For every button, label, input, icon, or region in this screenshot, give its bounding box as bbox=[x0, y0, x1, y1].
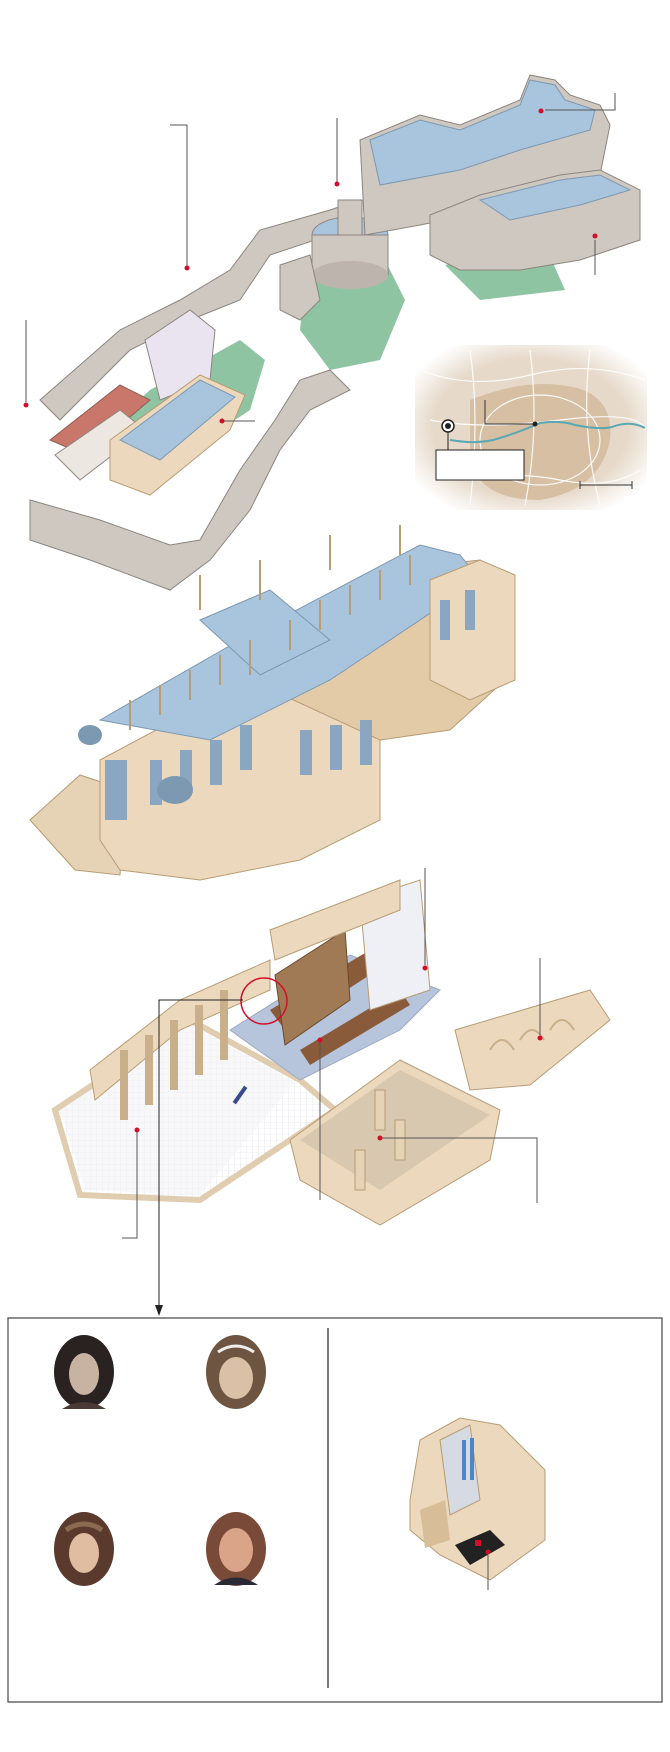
king-george-vi-memorial-chapel-illustration bbox=[409, 1417, 546, 1581]
leader-line-albert-memorial bbox=[380, 1137, 538, 1203]
chapel-windows bbox=[105, 590, 475, 820]
scale-bar bbox=[579, 481, 633, 489]
castle-callouts bbox=[25, 93, 616, 422]
arrow-down-icon bbox=[155, 1305, 163, 1316]
leader-line-nave bbox=[122, 1130, 138, 1239]
chapel-exterior-illustration bbox=[29, 525, 516, 881]
round-tower-base bbox=[312, 261, 388, 289]
ledger-stone bbox=[232, 1085, 248, 1105]
chapel-west-turret bbox=[78, 725, 102, 745]
chapel-pinnacles bbox=[129, 525, 411, 730]
portrait-queen-mother bbox=[206, 1335, 266, 1409]
quire-stalls-south bbox=[300, 990, 410, 1065]
leader-line-chapel bbox=[170, 124, 188, 270]
london-marker bbox=[532, 421, 538, 427]
interior-markers bbox=[134, 965, 543, 1141]
marker-round-tower bbox=[334, 181, 340, 187]
london-leader-line bbox=[484, 400, 535, 425]
gatehouse-towers bbox=[279, 254, 321, 321]
map-roads bbox=[419, 349, 646, 506]
memorial-columns bbox=[354, 1089, 406, 1191]
portrait-princess-margaret bbox=[54, 1512, 114, 1586]
castle-illustration bbox=[29, 74, 641, 591]
nave-pillars bbox=[120, 990, 228, 1120]
leader-line-royal-vault bbox=[158, 999, 243, 1305]
portrait-king-george-vi bbox=[54, 1335, 114, 1409]
royal-vault-panel bbox=[7, 1317, 663, 1703]
windsor-location-dot bbox=[445, 423, 451, 429]
windsor-label-box bbox=[435, 449, 525, 481]
leader-line-state-apartments bbox=[545, 93, 616, 111]
chapel-crossing-roof bbox=[199, 589, 331, 676]
marker-ledger-stone bbox=[485, 1549, 491, 1555]
marker-henry-viii-gate bbox=[219, 418, 225, 424]
organ-screen bbox=[274, 929, 351, 1046]
curtain-wall-south bbox=[29, 369, 351, 591]
marker-state-apartments bbox=[538, 108, 544, 114]
chapel-interior-cutaway bbox=[51, 879, 611, 1226]
marker-private-apartments bbox=[592, 233, 598, 239]
royal-vault-highlight-circle bbox=[240, 977, 288, 1025]
flag-turret bbox=[337, 199, 363, 236]
chapel-roof-mini bbox=[119, 379, 236, 461]
locator-map bbox=[415, 345, 647, 510]
river-thames bbox=[449, 420, 646, 444]
nave-floor-fill bbox=[60, 1025, 295, 1195]
marker-chapel bbox=[184, 265, 190, 271]
private-apartments-roof bbox=[478, 174, 632, 221]
castle-markers bbox=[23, 108, 598, 424]
chapel-dome-turret bbox=[157, 776, 193, 804]
portrait-prince-philip bbox=[206, 1512, 266, 1586]
portraits bbox=[54, 1335, 266, 1586]
marker-curfew-tower bbox=[23, 402, 29, 408]
interior-callouts bbox=[122, 868, 541, 1305]
chantry-vaults bbox=[454, 989, 611, 1091]
state-apartments-roof bbox=[369, 79, 596, 186]
quire-north-wall bbox=[269, 879, 401, 961]
